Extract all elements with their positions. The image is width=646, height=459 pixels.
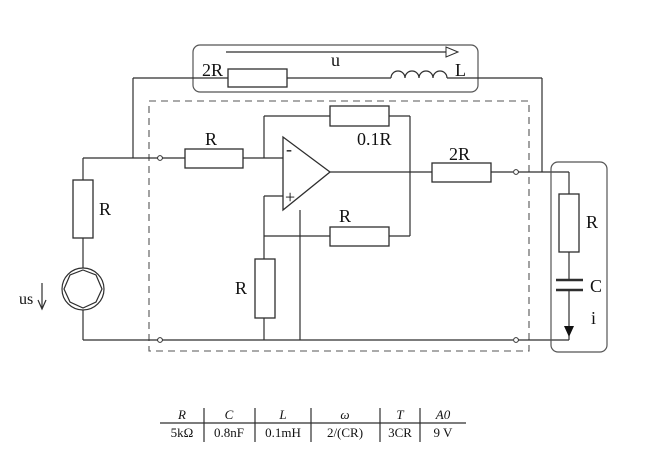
resistor-R-input <box>184 148 244 169</box>
table-value-T: 3CR <box>388 425 412 440</box>
table-header-C: C <box>225 407 234 422</box>
label-0.1R: 0.1R <box>357 129 392 149</box>
opamp <box>282 135 332 212</box>
resistor-R-middle <box>329 226 390 247</box>
voltage-source-us <box>61 267 105 311</box>
resistor-2R-top <box>227 68 288 88</box>
label-C: C <box>590 276 602 296</box>
resistor-2R-output <box>431 162 492 183</box>
label-R-source: R <box>99 199 111 219</box>
label-R-input: R <box>205 129 217 149</box>
label-us: us <box>19 291 33 308</box>
table-value-C: 0.8nF <box>214 425 244 440</box>
label-R-ground: R <box>235 278 247 298</box>
table-value-R: 5kΩ <box>171 425 194 440</box>
label-L: L <box>455 60 466 80</box>
resistor-R-load <box>558 193 580 253</box>
terminal-output-bottom <box>513 337 519 343</box>
table-header-R: R <box>177 407 186 422</box>
label-i: i <box>591 308 596 328</box>
parameter-table: R C L ω T A0 5kΩ 0.8nF 0.1mH 2/(CR) 3CR … <box>160 407 466 442</box>
resistor-R-source <box>72 179 94 239</box>
voltage-arrow-head <box>445 46 460 58</box>
table-value-L: 0.1mH <box>265 425 301 440</box>
resistor-R-ground <box>254 258 276 319</box>
dashed-enclosure <box>148 100 530 352</box>
table-header-A0: A0 <box>435 407 451 422</box>
label-opamp-plus: + <box>285 187 295 207</box>
terminal-output-top <box>513 169 519 175</box>
label-R-load: R <box>586 212 598 232</box>
table-header-omega: ω <box>340 407 349 422</box>
voltage-source-inner <box>63 269 103 309</box>
terminal-input-bottom <box>157 337 163 343</box>
feedback-branch-box <box>192 44 479 93</box>
table-value-omega: 2/(CR) <box>327 425 363 440</box>
terminal-input-top <box>157 155 163 161</box>
label-u: u <box>331 50 340 70</box>
label-opamp-minus: - <box>286 139 292 159</box>
table-value-A0: 9 V <box>434 425 454 440</box>
inductor-L <box>390 70 448 79</box>
resistor-0.1R <box>329 105 390 127</box>
table-header-T: T <box>396 407 404 422</box>
table-header-L: L <box>278 407 286 422</box>
label-R-middle: R <box>339 206 351 226</box>
label-2R-output: 2R <box>449 144 470 164</box>
current-arrow-head <box>564 326 574 337</box>
us-arrow-head <box>37 299 47 311</box>
label-2R-top: 2R <box>202 60 223 80</box>
load-box <box>550 161 608 353</box>
